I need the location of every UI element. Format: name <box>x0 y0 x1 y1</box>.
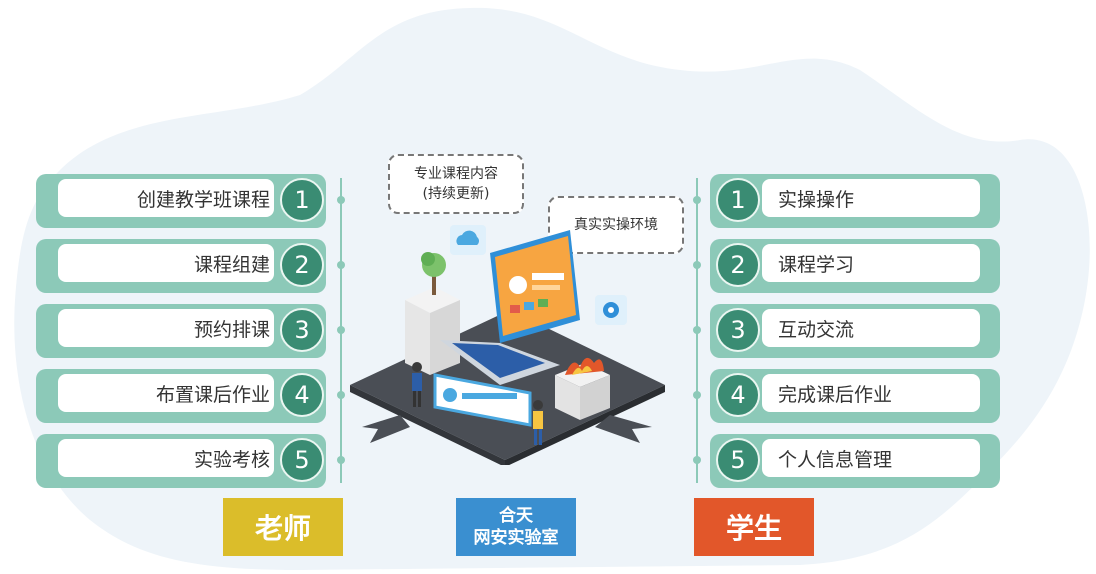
student-dot <box>693 261 701 269</box>
student-item-label: 完成课后作业 <box>778 383 893 406</box>
teacher-item-label: 课程组建 <box>193 253 270 276</box>
teacher-item-label: 实验考核 <box>193 448 270 471</box>
teacher-item: 实验考核 5 <box>36 434 326 488</box>
teacher-item: 课程组建 2 <box>36 239 326 293</box>
teacher-item-label: 布置课后作业 <box>155 383 270 406</box>
callout-course-content: 专业课程内容 (持续更新) <box>388 154 524 214</box>
center-title-line2: 网安实验室 <box>473 528 559 548</box>
callout-real-env-text: 真实实操环境 <box>574 217 658 233</box>
student-item: 课程学习 2 <box>710 239 1000 293</box>
student-item: 互动交流 3 <box>710 304 1000 358</box>
teacher-dot <box>337 196 345 204</box>
teacher-item-label: 创建教学班课程 <box>136 188 270 211</box>
student-item-number: 1 <box>716 178 760 222</box>
student-tag: 学生 <box>694 498 814 556</box>
student-item-number: 5 <box>716 438 760 482</box>
student-dot <box>693 196 701 204</box>
teacher-item-number: 2 <box>280 243 324 287</box>
teacher-item-number: 3 <box>280 308 324 352</box>
student-item-label: 互动交流 <box>778 318 855 341</box>
teacher-item: 布置课后作业 4 <box>36 369 326 423</box>
callout-course-content-line2: (持续更新) <box>422 186 490 202</box>
teacher-item-label: 预约排课 <box>193 318 270 341</box>
student-item-number: 3 <box>716 308 760 352</box>
arrow-right-icon <box>595 415 652 443</box>
teacher-tag: 老师 <box>223 498 343 556</box>
teacher-title: 老师 <box>254 512 311 545</box>
student-item-label: 课程学习 <box>778 253 855 276</box>
teacher-item-number: 5 <box>280 438 324 482</box>
student-title: 学生 <box>725 512 782 545</box>
center-title-line1: 合天 <box>499 506 533 526</box>
student-item-label: 实操操作 <box>778 188 855 211</box>
lab-illustration <box>350 225 665 465</box>
student-item: 个人信息管理 5 <box>710 434 1000 488</box>
teacher-dot <box>337 261 345 269</box>
teacher-item-number: 1 <box>280 178 324 222</box>
student-item-label: 个人信息管理 <box>778 448 893 471</box>
student-item-number: 2 <box>716 243 760 287</box>
teacher-item: 创建教学班课程 1 <box>36 174 326 228</box>
teacher-dot <box>337 326 345 334</box>
student-dot <box>693 391 701 399</box>
student-dot <box>693 456 701 464</box>
student-item-number: 4 <box>716 373 760 417</box>
student-item: 完成课后作业 4 <box>710 369 1000 423</box>
student-item: 实操操作 1 <box>710 174 1000 228</box>
teacher-dot <box>337 456 345 464</box>
teacher-item: 预约排课 3 <box>36 304 326 358</box>
student-dot <box>693 326 701 334</box>
teacher-item-number: 4 <box>280 373 324 417</box>
callout-course-content-line1: 专业课程内容 <box>414 166 498 182</box>
arrow-left-icon <box>362 415 410 443</box>
center-tag: 合天 网安实验室 <box>456 498 576 556</box>
teacher-dot <box>337 391 345 399</box>
